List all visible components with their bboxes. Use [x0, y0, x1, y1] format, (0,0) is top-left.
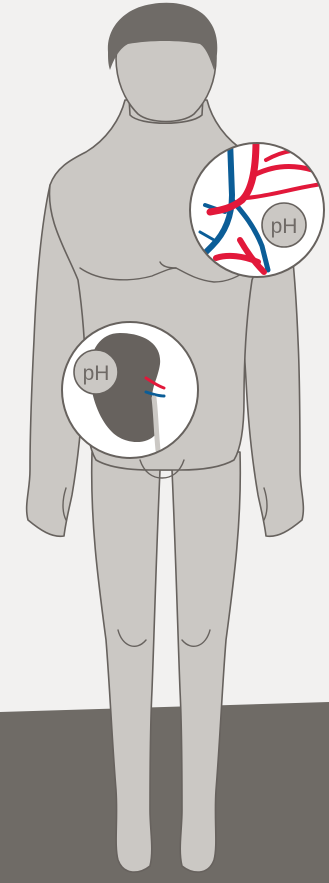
kidney-ph-badge: pH	[74, 350, 118, 394]
blood-ph-label: pH	[271, 215, 298, 238]
floor	[0, 702, 329, 883]
blood-ph-badge: pH	[262, 203, 306, 247]
kidney-ph-label: pH	[83, 362, 110, 385]
kidney-inset: pH	[62, 322, 198, 458]
